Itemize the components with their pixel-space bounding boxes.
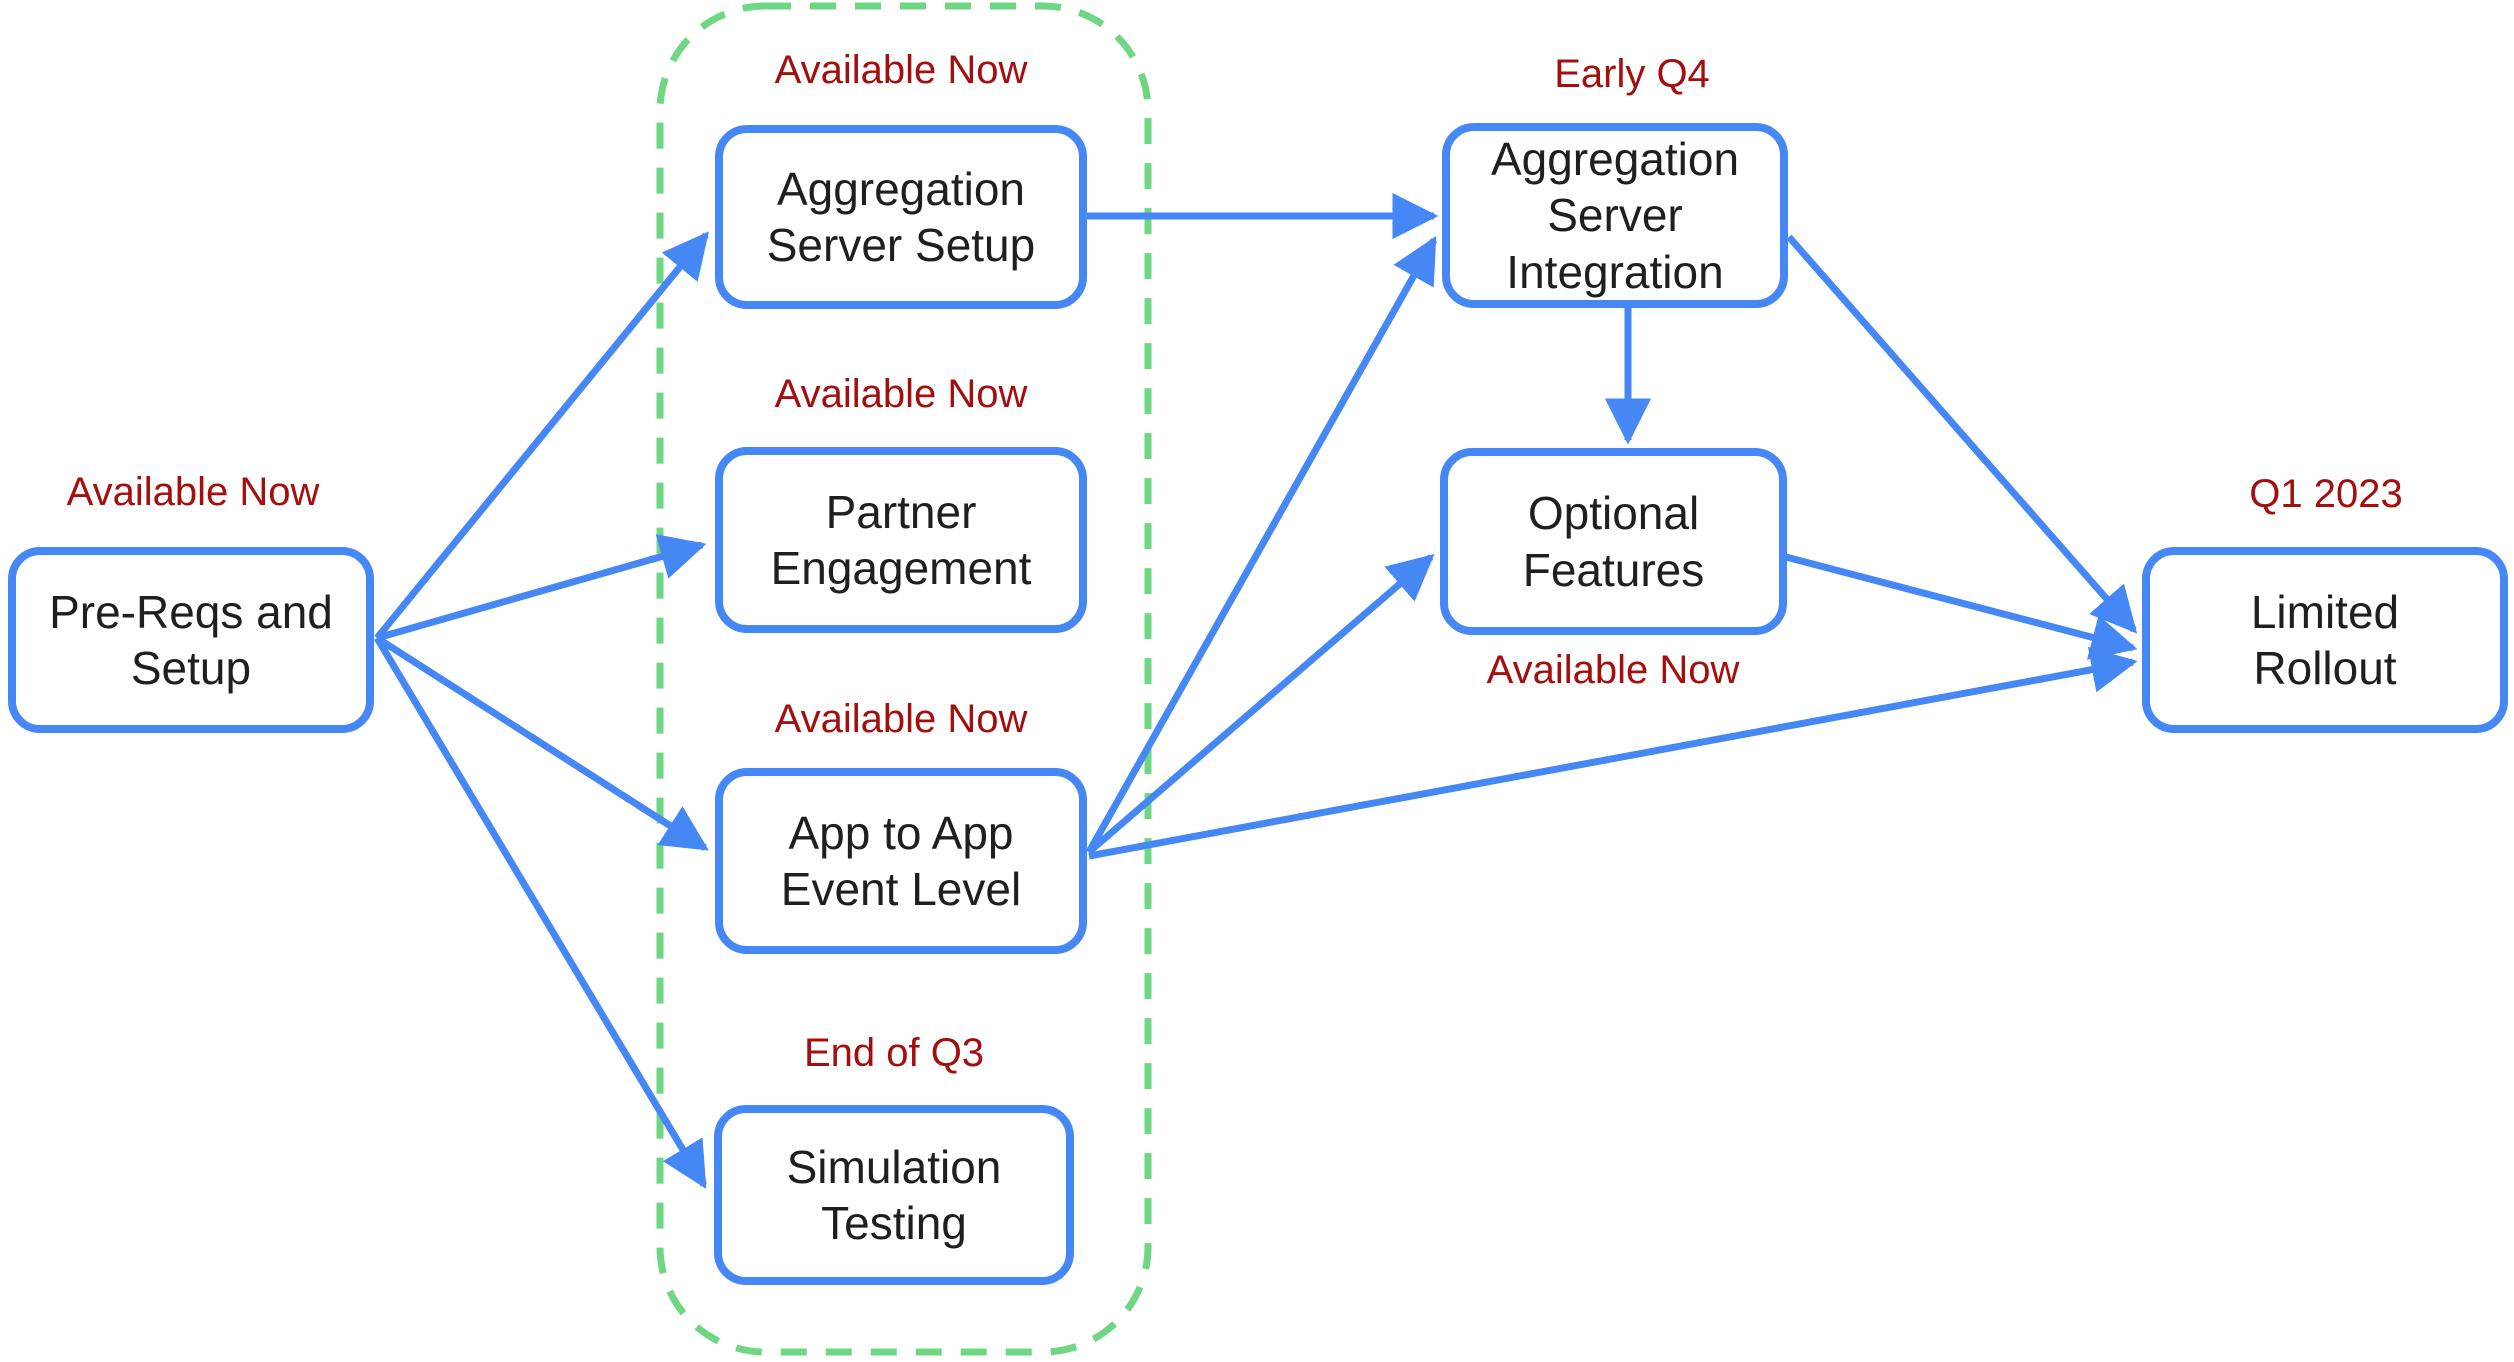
- status-label-pre-reqs-and-setup: Available Now: [66, 470, 320, 514]
- edge-aggregation-server-integration-to-limited-rollout: [1786, 234, 2138, 634]
- node-label-partner-engagement: Partner Engagement: [770, 485, 1032, 594]
- edge-pre-reqs-to-partner-engagement: [376, 534, 707, 642]
- node-label-optional-features: Optional Features: [1522, 487, 1705, 596]
- status-label-aggregation-server-integration: Early Q4: [1554, 52, 1710, 96]
- edge-pre-reqs-to-app-to-app-event-level: [375, 635, 709, 851]
- node-label-aggregation-server-integration: Aggregation Server Integration: [1490, 133, 1740, 298]
- status-label-optional-features: Available Now: [1486, 648, 1740, 692]
- node-aggregation-server-integration: Aggregation Server Integration: [1442, 123, 1788, 308]
- node-limited-rollout: Limited Rollout: [2142, 547, 2508, 733]
- node-pre-reqs-and-setup: Pre-Reqs and Setup: [8, 547, 374, 733]
- node-app-to-app-event-level: App to App Event Level: [715, 768, 1087, 954]
- node-label-simulation-testing: Simulation Testing: [786, 1140, 1002, 1249]
- node-optional-features: Optional Features: [1440, 448, 1787, 635]
- node-label-aggregation-server-setup: Aggregation Server Setup: [766, 162, 1036, 271]
- status-label-aggregation-server-setup: Available Now: [774, 48, 1028, 92]
- edge-app-to-app-to-limited-rollout: [1088, 646, 2138, 860]
- status-label-partner-engagement: Available Now: [774, 372, 1028, 416]
- node-simulation-testing: Simulation Testing: [714, 1105, 1074, 1285]
- edge-app-to-app-to-aggregation-server-integration: [1085, 235, 1438, 854]
- node-partner-engagement: Partner Engagement: [715, 447, 1087, 633]
- node-label-app-to-app-event-level: App to App Event Level: [780, 806, 1022, 915]
- node-aggregation-server-setup: Aggregation Server Setup: [715, 125, 1087, 309]
- available-now-group-outline: [656, 2, 1152, 1356]
- edge-pre-reqs-to-simulation-testing: [373, 636, 708, 1189]
- status-label-app-to-app-event-level: Available Now: [774, 697, 1028, 741]
- edge-optional-features-to-limited-rollout: [1785, 553, 2138, 660]
- status-label-limited-rollout: Q1 2023: [2249, 472, 2403, 516]
- edge-app-to-app-to-optional-features: [1086, 553, 1435, 855]
- node-label-pre-reqs-and-setup: Pre-Reqs and Setup: [49, 585, 333, 694]
- node-label-limited-rollout: Limited Rollout: [2250, 585, 2400, 694]
- edge-pre-reqs-to-aggregation-server-setup: [374, 231, 709, 641]
- status-label-simulation-testing: End of Q3: [803, 1031, 985, 1075]
